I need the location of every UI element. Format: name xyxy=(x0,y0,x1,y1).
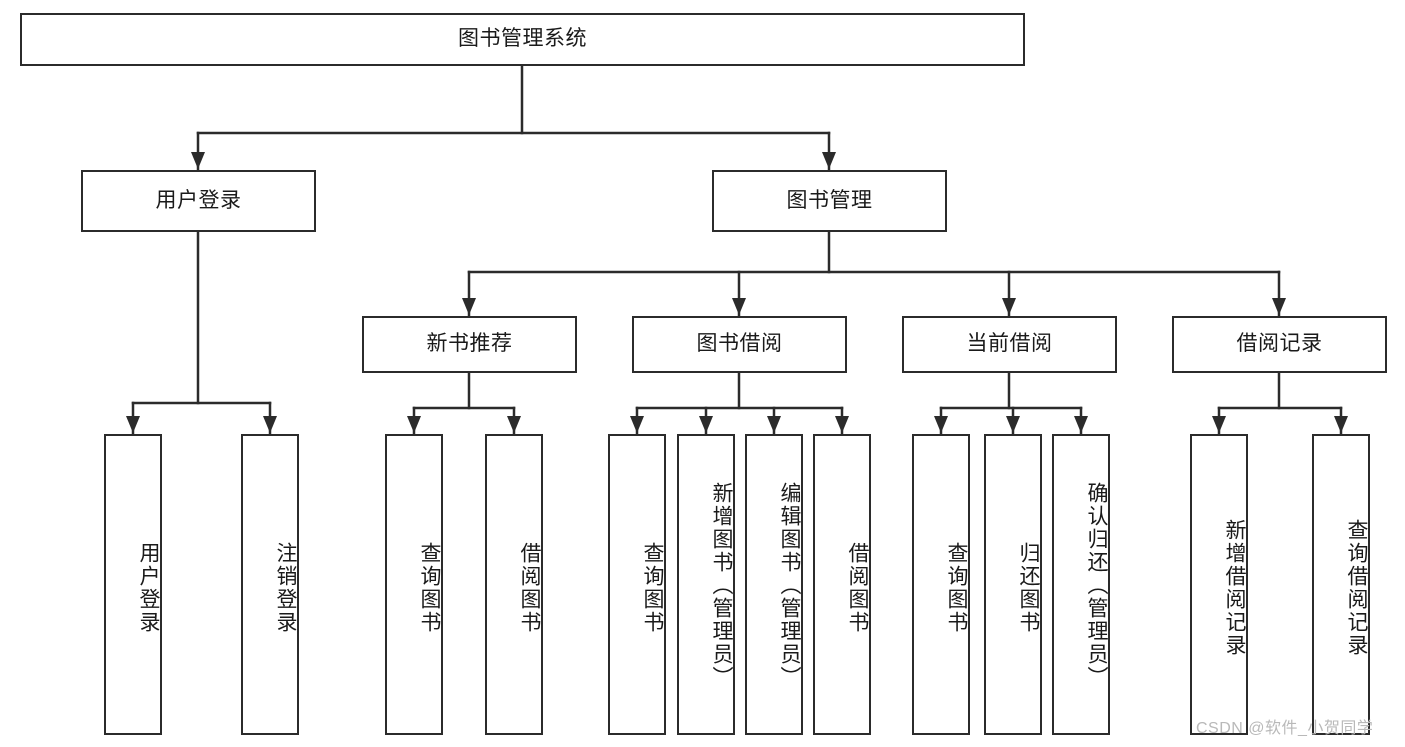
leaf-query-book-current-label: 查询图书 xyxy=(945,541,968,634)
leaf-user-login-label: 用户登录 xyxy=(137,541,160,634)
node-book-management[interactable]: 图书管理 xyxy=(712,170,947,232)
leaf-query-book-recommendation-label: 查询图书 xyxy=(418,541,441,634)
leaf-borrow-book[interactable]: 借阅图书 xyxy=(813,434,871,735)
node-new-book-recommendation[interactable]: 新书推荐 xyxy=(362,316,577,373)
node-user-login[interactable]: 用户登录 xyxy=(81,170,316,232)
node-borrowing-records-label: 借阅记录 xyxy=(1236,332,1323,356)
node-current-borrowing[interactable]: 当前借阅 xyxy=(902,316,1117,373)
node-borrowing-records[interactable]: 借阅记录 xyxy=(1172,316,1387,373)
leaf-add-borrow-record-label: 新增借阅记录 xyxy=(1223,518,1246,657)
node-current-borrowing-label: 当前借阅 xyxy=(966,332,1053,356)
leaf-user-login[interactable]: 用户登录 xyxy=(104,434,162,735)
leaf-query-book-recommendation[interactable]: 查询图书 xyxy=(385,434,443,735)
leaf-borrow-book-label: 借阅图书 xyxy=(846,541,869,634)
leaf-query-borrow-record-label: 查询借阅记录 xyxy=(1345,518,1368,657)
node-root[interactable]: 图书管理系统 xyxy=(20,13,1025,66)
leaf-add-borrow-record[interactable]: 新增借阅记录 xyxy=(1190,434,1248,735)
leaf-add-book-admin[interactable]: 新增图书（管理员） xyxy=(677,434,735,735)
leaf-query-book-borrowing[interactable]: 查询图书 xyxy=(608,434,666,735)
leaf-edit-book-admin-label: 编辑图书（管理员） xyxy=(778,482,801,689)
node-book-management-label: 图书管理 xyxy=(786,188,873,212)
node-user-login-label: 用户登录 xyxy=(155,188,242,212)
leaf-query-book-borrowing-label: 查询图书 xyxy=(641,541,664,634)
node-new-book-recommendation-label: 新书推荐 xyxy=(426,332,513,356)
leaf-query-borrow-record[interactable]: 查询借阅记录 xyxy=(1312,434,1370,735)
leaf-add-book-admin-label: 新增图书（管理员） xyxy=(710,482,733,689)
leaf-confirm-return-admin-label: 确认归还（管理员） xyxy=(1085,482,1108,689)
leaf-logout[interactable]: 注销登录 xyxy=(241,434,299,735)
leaf-confirm-return-admin[interactable]: 确认归还（管理员） xyxy=(1052,434,1110,735)
watermark: CSDN @软件_小贺同学 xyxy=(1196,720,1374,737)
node-book-borrowing[interactable]: 图书借阅 xyxy=(632,316,847,373)
leaf-return-book[interactable]: 归还图书 xyxy=(984,434,1042,735)
leaf-logout-label: 注销登录 xyxy=(274,541,297,634)
node-root-label: 图书管理系统 xyxy=(458,27,587,51)
leaf-borrow-book-recommendation[interactable]: 借阅图书 xyxy=(485,434,543,735)
leaf-borrow-book-recommendation-label: 借阅图书 xyxy=(518,541,541,634)
node-book-borrowing-label: 图书借阅 xyxy=(696,332,783,356)
leaf-query-book-current[interactable]: 查询图书 xyxy=(912,434,970,735)
leaf-return-book-label: 归还图书 xyxy=(1017,541,1040,634)
leaf-edit-book-admin[interactable]: 编辑图书（管理员） xyxy=(745,434,803,735)
